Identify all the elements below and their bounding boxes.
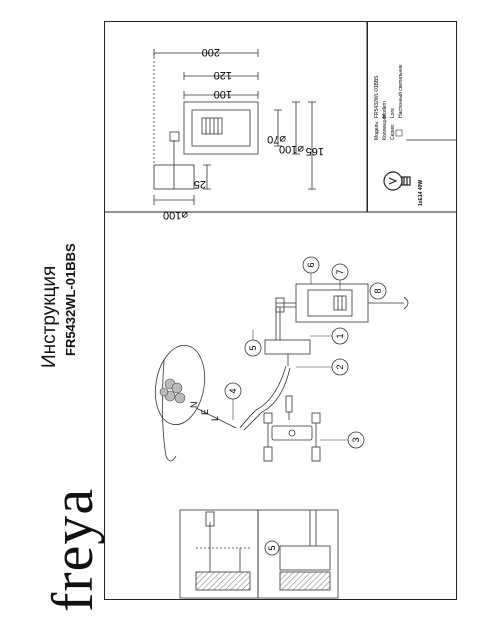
- wire-label-e: E: [200, 409, 210, 415]
- spec-series-value: Lore: [390, 108, 396, 118]
- dim-base-height: 25: [194, 178, 206, 190]
- step-callouts: [224, 256, 387, 556]
- wire-label-n: N: [189, 402, 199, 409]
- dim-base-diameter: ⌀100: [163, 209, 188, 221]
- step-2: 2: [335, 364, 345, 369]
- dim-shade-diameter: ⌀100: [279, 143, 304, 155]
- dim-total-depth: 200: [202, 46, 220, 58]
- install-detail-1: [179, 509, 259, 599]
- install-detail-2: [257, 509, 339, 599]
- wall-lamp-icon: [395, 129, 403, 137]
- step-4: 4: [228, 388, 238, 393]
- step-7: 7: [335, 269, 345, 274]
- step-6: 6: [306, 262, 316, 267]
- dimension-drawing: [153, 49, 316, 205]
- spec-collection-value: Modern: [382, 101, 388, 118]
- step-5: 5: [248, 345, 258, 350]
- spec-collection-label: Коллекция:: [382, 114, 388, 140]
- assembly-drawing: [154, 283, 409, 462]
- dim-shade-width: 100: [214, 88, 232, 100]
- detail-step-label: 5: [267, 545, 277, 550]
- spec-model-value: FR5432WL-01BBS: [374, 75, 380, 118]
- step-1: 1: [335, 333, 345, 338]
- spec-text: Модель: FR5432WL-01BBS Коллекция: Modern…: [374, 64, 424, 206]
- dim-inner-diameter: ⌀70: [267, 133, 286, 145]
- wire-label-l: L: [210, 416, 220, 421]
- spec-bulb: 1xE14 40W: [418, 180, 424, 206]
- page-frame: [104, 21, 457, 600]
- wire-connector: [159, 378, 186, 404]
- spec-type-value: Настенный светильник: [397, 64, 404, 118]
- dim-depth: 120: [214, 69, 232, 81]
- bulb-icon: [383, 171, 411, 191]
- step-3: 3: [351, 437, 361, 442]
- dim-total-height: 165: [306, 145, 324, 157]
- spec-series-label: Серия:: [390, 124, 396, 140]
- step-8: 8: [373, 288, 383, 293]
- spec-model-label: Модель:: [374, 121, 380, 140]
